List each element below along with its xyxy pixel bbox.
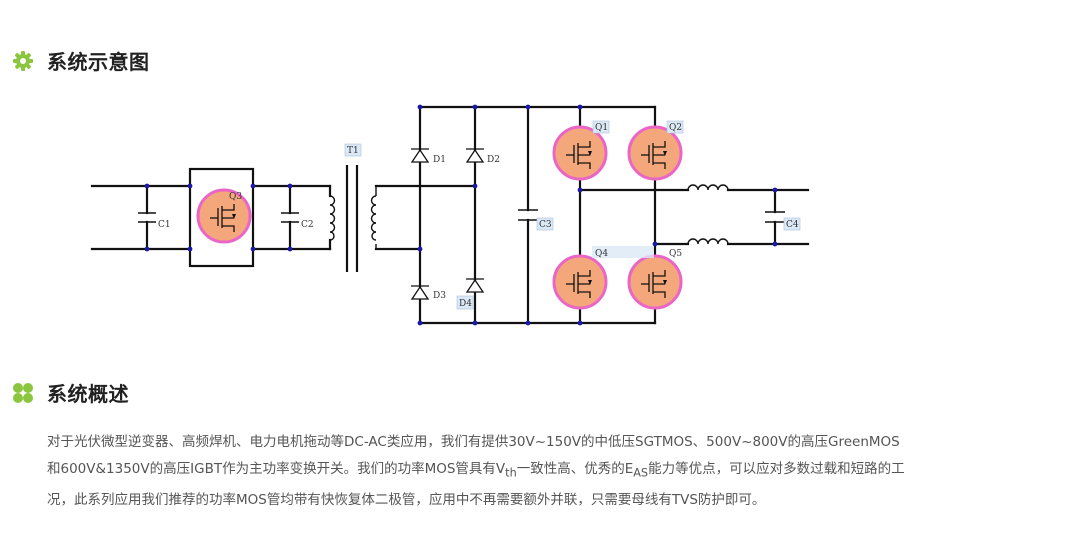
label-q3: Q3 [229,192,242,202]
section-title: 系统示意图 [47,50,150,74]
mosfet-q3 [196,188,252,244]
subscript-as: AS [633,466,649,480]
subscript-th: th [505,466,517,480]
label-d3: D3 [433,291,446,301]
label-q4: Q4 [595,249,608,259]
paragraph-text-3: 能力等优点，可以应对多数过载和短路的工况，此系列应用我们推荐的功率MOS管均带有… [47,460,905,508]
mosfet-q5 [627,254,683,310]
label-d2: D2 [487,155,500,165]
label-q2: Q2 [669,123,682,133]
paragraph-text-1: 对于光伏微型逆变器、高频焊机、电力电机拖动等DC-AC类应用，我们有提供30V~… [47,434,900,477]
label-d1: D1 [433,155,446,165]
label-c3: C3 [539,220,552,230]
label-c4: C4 [786,220,799,230]
label-t1: T1 [347,146,359,156]
label-d4: D4 [459,299,472,309]
label-c2: C2 [301,220,314,230]
mosfet-q1 [552,125,608,181]
overview-paragraph: 对于光伏微型逆变器、高频焊机、电力电机拖动等DC-AC类应用，我们有提供30V~… [47,429,907,513]
label-c1: C1 [158,220,171,230]
paragraph-text-2: 一致性高、优秀的E [516,460,634,477]
diode-d2 [465,148,485,163]
label-q1: Q1 [595,123,608,133]
label-q5: Q5 [669,249,682,259]
gear-icon [12,50,34,72]
clover-icon [12,382,34,404]
diode-d1 [410,148,430,163]
mosfet-q4 [552,254,608,310]
section-header-overview: 系统概述 [12,378,129,407]
section-header-diagram: 系统示意图 [12,46,150,75]
diode-d3 [410,285,430,300]
system-schematic-diagram: C1 Q3 C2 T1 D1 D2 D3 D4 C3 Q1 Q2 Q4 Q5 C… [90,104,810,326]
mosfet-q2 [627,125,683,181]
diode-d4 [465,278,485,293]
section-title: 系统概述 [47,382,129,406]
